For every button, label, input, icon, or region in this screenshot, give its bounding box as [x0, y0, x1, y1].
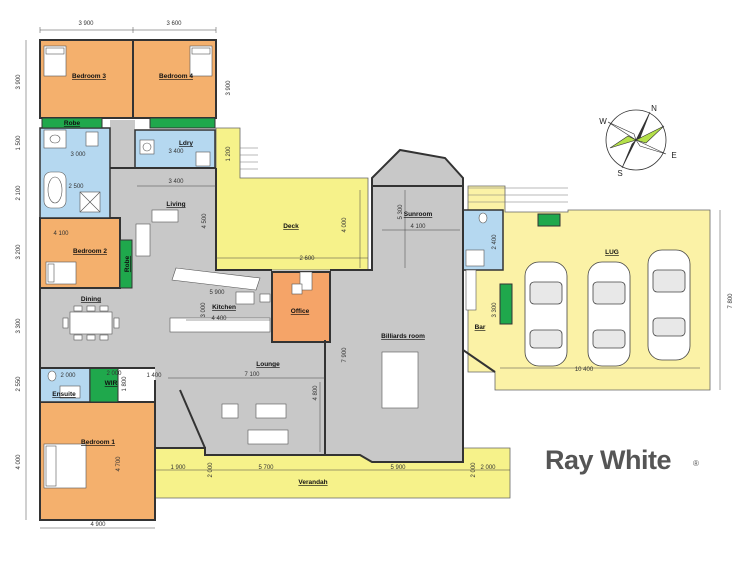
room-label-wir: WIR — [105, 380, 118, 387]
garage-steps — [468, 187, 568, 203]
brand-logo: Ray White ® — [545, 445, 699, 475]
car-icons — [524, 249, 691, 367]
brand-name: Ray White — [545, 445, 672, 475]
robe-side-area — [119, 239, 133, 289]
dim-bar-small: 2 400 — [492, 234, 498, 250]
room-label-bedroom-4: Bedroom 4 — [159, 73, 193, 80]
dim-lug-w: 10 400 — [575, 367, 594, 373]
dim-wir-h: 1 800 — [122, 376, 128, 392]
dim-sunroom-h: 5 300 — [398, 204, 404, 220]
room-label-ensuite: Ensuite — [52, 391, 76, 398]
garage-storage — [537, 213, 561, 227]
dim-left-4: 3 200 — [16, 244, 22, 260]
car-icon — [587, 261, 631, 367]
car-icon — [647, 249, 691, 361]
compass-e: E — [671, 151, 676, 160]
dim-left-5: 3 300 — [16, 318, 22, 334]
dim-bath-inner: 2 500 — [68, 184, 84, 190]
dim-kitchen-w1: 5 900 — [209, 290, 225, 296]
car-icon — [524, 261, 568, 367]
dim-billiards-h: 7 900 — [342, 347, 348, 363]
dim-ldry-side: 1 200 — [226, 146, 232, 162]
compass-s: S — [617, 169, 622, 178]
dim-left-1: 3 900 — [16, 74, 22, 90]
room-label-kitchen: Kitchen — [212, 304, 236, 311]
robe-ldry-strip — [149, 117, 216, 129]
dim-ver-1: 1 900 — [170, 465, 186, 471]
dim-living-w: 3 400 — [168, 179, 184, 185]
room-label-office: Office — [291, 308, 310, 315]
walls — [39, 167, 496, 521]
robe-top-area — [41, 117, 103, 129]
room-label-bedroom-2: Bedroom 2 — [73, 248, 107, 255]
room-labels: Bedroom 3 Bedroom 4 Robe Ldry Living Dec… — [52, 73, 619, 486]
dim-deck-w: 2 600 — [299, 256, 315, 262]
dim-ver-2: 5 700 — [258, 465, 274, 471]
dimension-lines — [25, 27, 721, 529]
room-label-lug: LUG — [605, 249, 619, 256]
deck-steps — [240, 147, 258, 170]
dim-kitchen-h: 3 000 — [201, 302, 207, 318]
brand-mark: ® — [693, 459, 699, 468]
room-label-bedroom-1: Bedroom 1 — [81, 439, 115, 446]
room-label-living: Living — [166, 201, 185, 208]
hallway — [110, 120, 135, 168]
dim-left-6: 2 550 — [16, 376, 22, 392]
dim-living-h: 4 500 — [202, 213, 208, 229]
room-label-verandah: Verandah — [298, 479, 327, 486]
dim-ldry-w: 3 400 — [168, 149, 184, 155]
dim-bar-h: 3 300 — [492, 302, 498, 318]
dimension-labels: 3 900 3 600 3 900 1 500 2 100 3 200 3 30… — [16, 21, 734, 528]
wir-area — [89, 367, 119, 403]
room-label-ldry: Ldry — [179, 140, 193, 147]
dim-lounge-w: 7 100 — [244, 372, 260, 378]
dim-ver-h1: 2 000 — [208, 462, 214, 478]
dim-left-7: 4 000 — [16, 454, 22, 470]
room-label-bedroom-3: Bedroom 3 — [72, 73, 106, 80]
dim-kitchen-w2: 4 400 — [211, 316, 227, 322]
room-label-robe-side: Robe — [124, 255, 131, 272]
room-label-lounge: Lounge — [256, 361, 280, 368]
dim-bed1-w: 4 900 — [90, 522, 106, 528]
dim-bed2-w: 4 100 — [53, 231, 69, 237]
dim-ver-h2: 2 000 — [471, 462, 477, 478]
dim-bath-w: 3 000 — [70, 152, 86, 158]
dim-ver-3: 5 900 — [390, 465, 406, 471]
dim-lug-h: 7 800 — [728, 293, 734, 309]
dim-top-right: 3 600 — [166, 21, 182, 27]
compass-w: W — [599, 117, 607, 126]
compass-rose — [605, 109, 667, 171]
dim-lounge-left: 1 400 — [146, 373, 162, 379]
garage-bench — [499, 283, 513, 325]
deck-area — [215, 127, 369, 271]
dim-left-3: 2 100 — [16, 185, 22, 201]
dim-bed1-h: 4 700 — [116, 456, 122, 472]
dim-left-2: 1 500 — [16, 135, 22, 151]
room-label-sunroom: Sunroom — [404, 211, 433, 218]
sunroom-bay — [371, 148, 464, 187]
dim-sunroom-w: 4 100 — [410, 224, 426, 230]
room-label-dining: Dining — [81, 296, 101, 303]
dim-wir-w: 2 000 — [106, 371, 122, 377]
room-label-deck: Deck — [283, 223, 299, 230]
dim-ver-4: 2 000 — [480, 465, 496, 471]
compass-letters: N E S W — [599, 104, 676, 178]
compass-n: N — [651, 104, 657, 113]
dim-lounge-h: 4 800 — [313, 385, 319, 401]
room-label-robe-top: Robe — [64, 120, 81, 127]
dim-top-left: 3 900 — [78, 21, 94, 27]
dim-ensuite-w: 2 000 — [60, 373, 76, 379]
dim-bed4-side: 3 900 — [226, 80, 232, 96]
room-label-billiards: Billiards room — [381, 333, 425, 340]
room-label-bar: Bar — [475, 324, 486, 331]
dim-deck-h: 4 000 — [342, 217, 348, 233]
furniture — [43, 45, 488, 489]
